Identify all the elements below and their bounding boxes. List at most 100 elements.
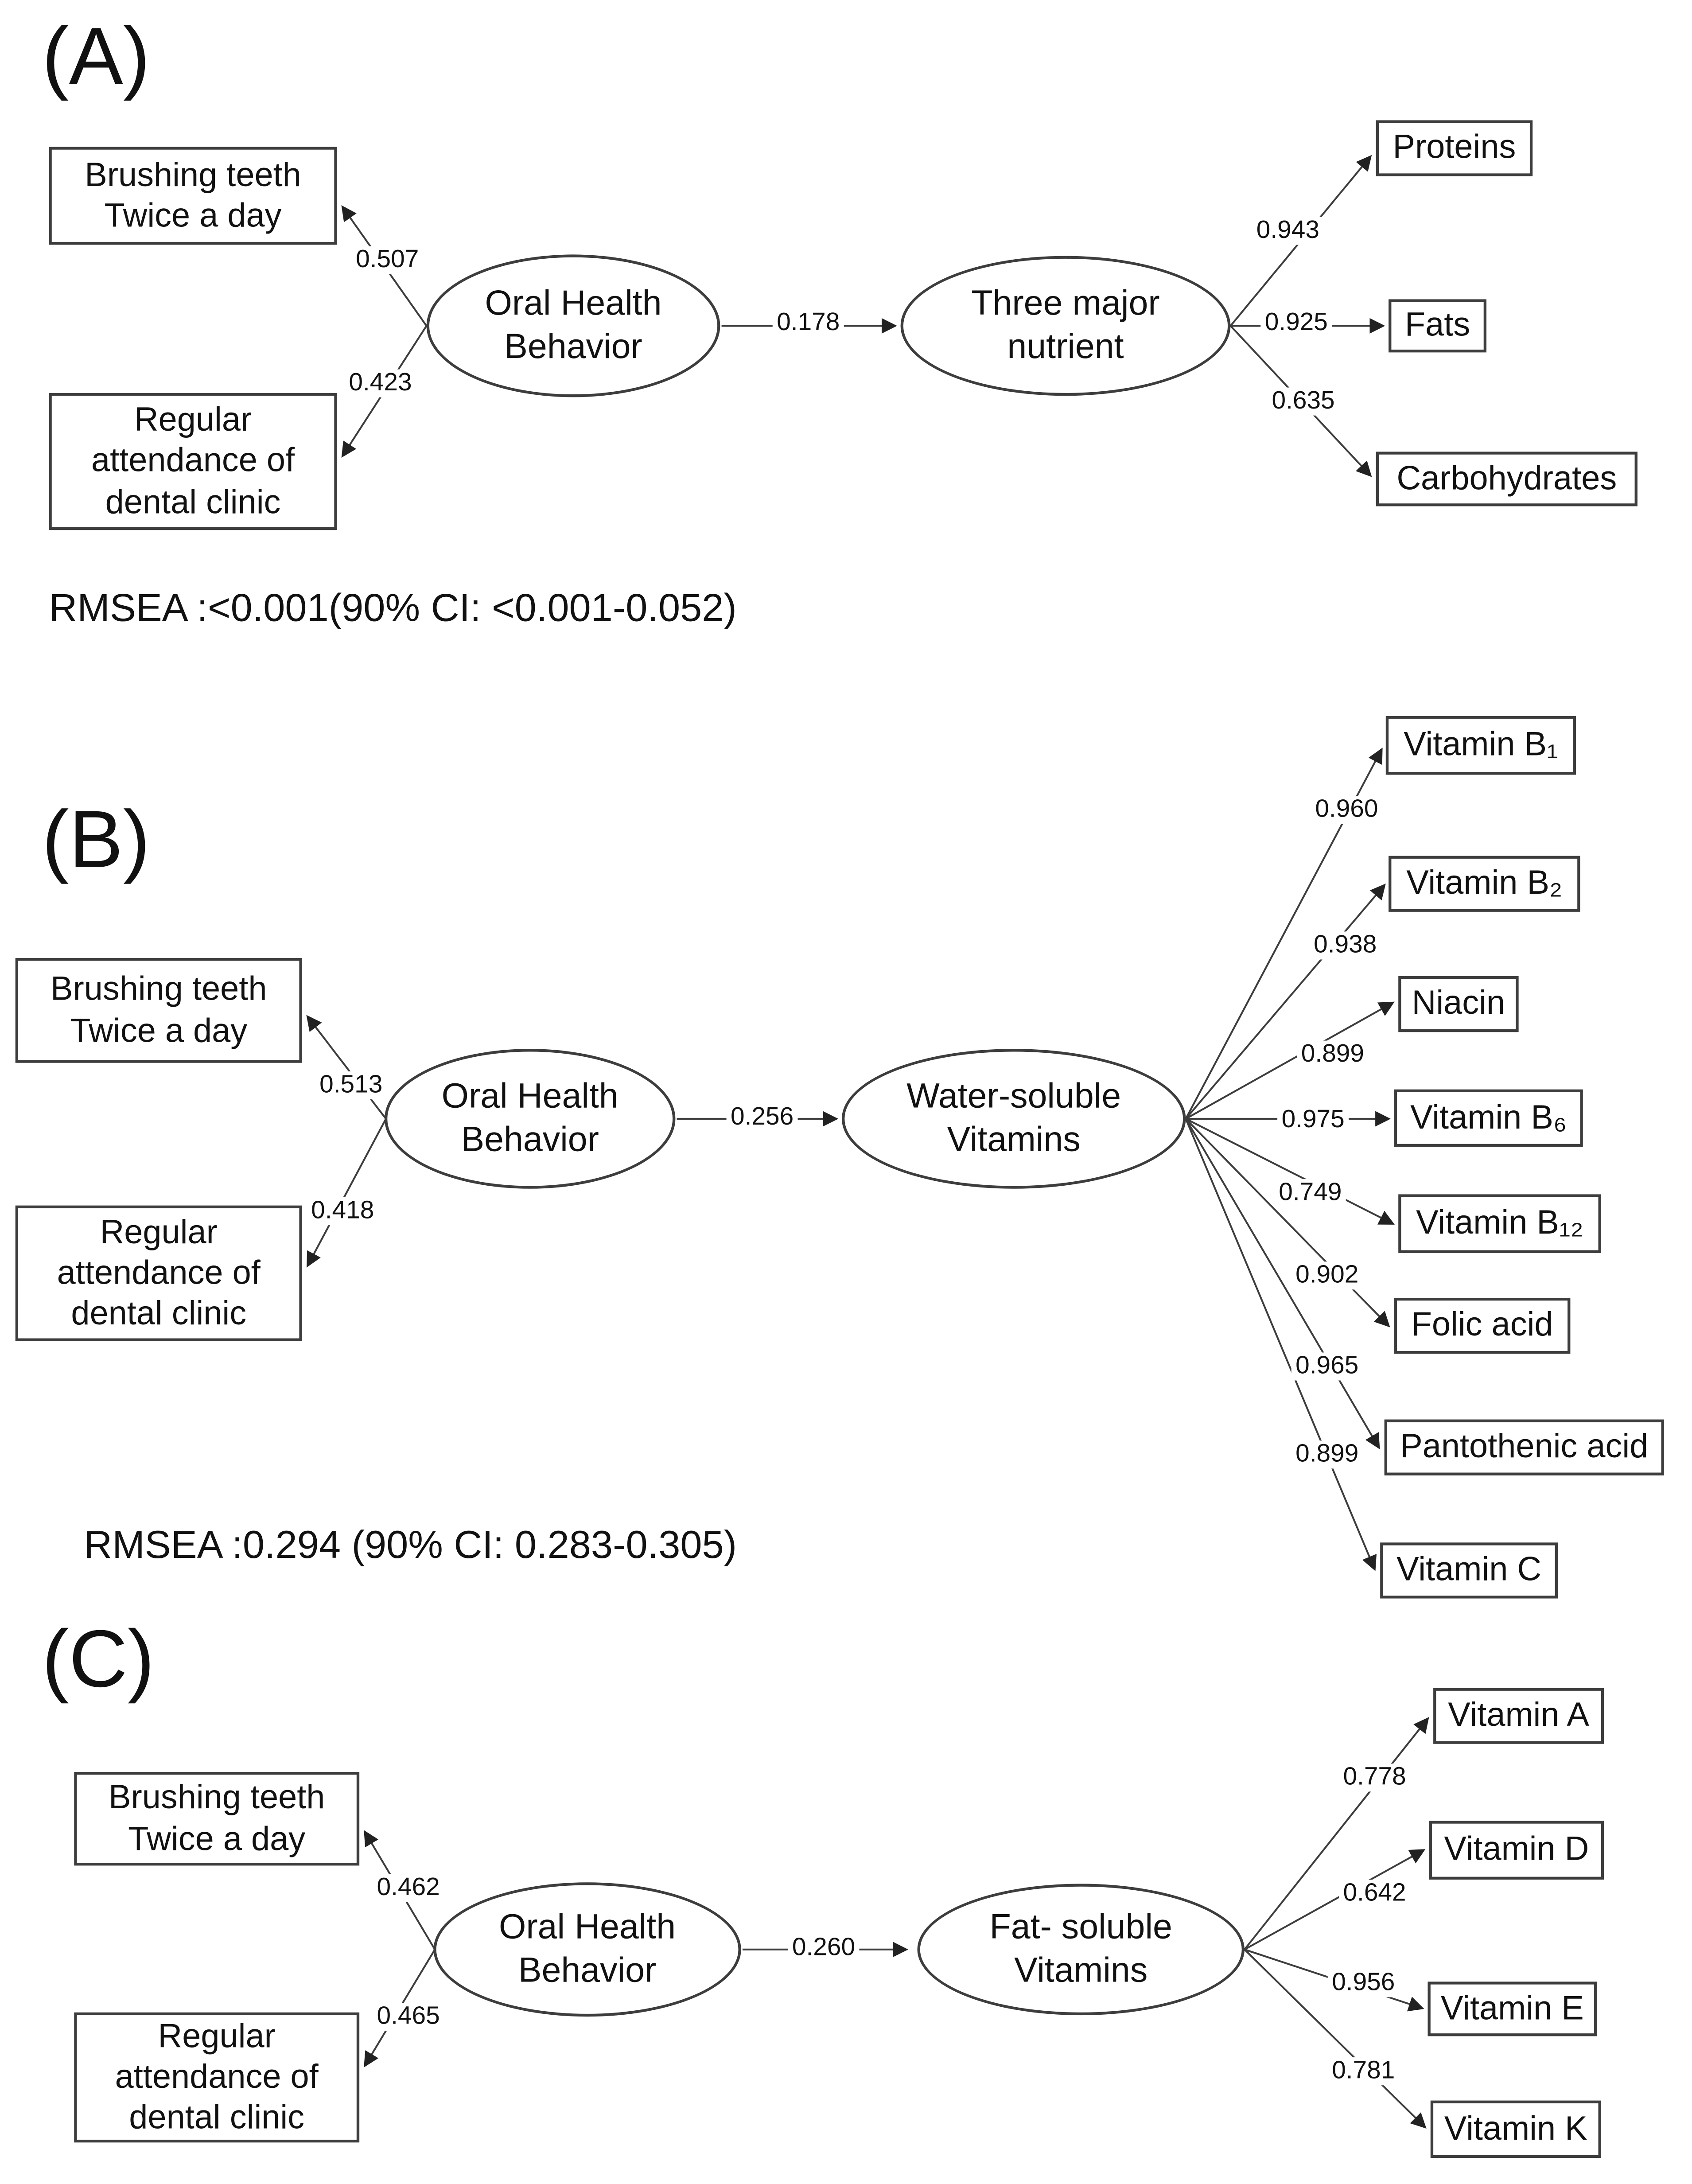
- latent-ellipse-oral-health-behavior-c: Oral Health Behavior: [433, 1882, 741, 2017]
- observed-box-dental-attendance-b: Regular attendance of dental clinic: [15, 1205, 302, 1341]
- latent-ellipse-fat-soluble-vitamins: Fat- soluble Vitamins: [917, 1884, 1245, 2016]
- box-text-line: Brushing teeth: [50, 971, 267, 1009]
- ellipse-text-line: Fat- soluble: [989, 1907, 1172, 1947]
- observed-box-vitamin-b12: Vitamin B₁₂: [1398, 1194, 1601, 1253]
- loading-label-attendance-c: 0.465: [373, 2001, 444, 2031]
- ellipse-text-line: Oral Health: [499, 1907, 676, 1947]
- loading-label-attendance-b: 0.418: [307, 1196, 378, 1225]
- arrow-b-to-vitamin-c: [1185, 1118, 1377, 1571]
- box-text-line: Twice a day: [70, 1012, 248, 1050]
- loading-label-pantothenic-acid: 0.965: [1291, 1351, 1363, 1380]
- ellipse-text-line: Water-soluble: [906, 1076, 1121, 1116]
- arrow-b-to-niacin: [1185, 1001, 1395, 1120]
- panel-c-label: (C): [42, 1614, 155, 1705]
- loading-label-vitamin-b1: 0.960: [1311, 795, 1382, 824]
- arrow-c-to-vitamin-k: [1244, 1949, 1427, 2129]
- loading-label-carbohydrates: 0.635: [1268, 386, 1339, 416]
- box-text-line: dental clinic: [105, 483, 281, 522]
- arrow-b-to-vitamin-b12: [1185, 1118, 1395, 1225]
- path-coefficient-label-c: 0.260: [788, 1933, 860, 1962]
- observed-box-vitamin-c: Vitamin C: [1380, 1542, 1558, 1599]
- observed-box-brushing-teeth-c: Brushing teeth Twice a day: [74, 1771, 360, 1866]
- observed-box-vitamin-d: Vitamin D: [1429, 1821, 1604, 1880]
- box-text-line: Vitamin C: [1396, 1551, 1542, 1589]
- ellipse-text-line: Oral Health: [441, 1076, 618, 1116]
- loading-label-vitamin-b2: 0.938: [1309, 930, 1381, 959]
- loading-label-vitamin-b12: 0.749: [1274, 1178, 1346, 1207]
- panel-a-label: (A): [42, 11, 150, 102]
- box-text-line: Vitamin B₁₂: [1416, 1204, 1583, 1242]
- loading-label-brushing-b: 0.513: [315, 1070, 387, 1099]
- observed-box-proteins: Proteins: [1376, 120, 1533, 176]
- box-text-line: Twice a day: [128, 1820, 306, 1858]
- arrow-b-to-folic-acid: [1185, 1118, 1390, 1328]
- loading-label-vitamin-d: 0.642: [1338, 1879, 1411, 1908]
- box-text-line: Vitamin E: [1441, 1989, 1584, 2028]
- box-text-line: Regular: [100, 1213, 218, 1251]
- latent-ellipse-oral-health-behavior-a: Oral Health Behavior: [426, 254, 720, 397]
- box-text-line: Folic acid: [1411, 1307, 1553, 1345]
- ellipse-text-line: Behavior: [504, 327, 642, 366]
- arrow-b-to-vitamin-b2: [1185, 884, 1386, 1120]
- loading-label-fats: 0.925: [1260, 308, 1332, 337]
- box-text-line: Carbohydrates: [1396, 459, 1617, 498]
- ellipse-text-line: Behavior: [461, 1120, 599, 1160]
- loading-label-vitamin-e: 0.956: [1327, 1968, 1399, 1997]
- box-text-line: Pantothenic acid: [1400, 1428, 1649, 1466]
- box-text-line: Fats: [1404, 307, 1470, 345]
- box-text-line: Regular: [158, 2017, 276, 2056]
- loading-label-vitamin-a: 0.778: [1338, 1763, 1411, 1791]
- box-text-line: attendance of: [115, 2058, 319, 2096]
- ellipse-text-line: Oral Health: [485, 283, 662, 323]
- box-text-line: Proteins: [1392, 129, 1516, 167]
- arrow-b-ohb-to-attendance: [307, 1118, 387, 1268]
- rmsea-note-b: RMSEA :0.294 (90% CI: 0.283-0.305): [84, 1523, 737, 1566]
- box-text-line: Vitamin A: [1448, 1697, 1589, 1735]
- ellipse-text-line: Behavior: [518, 1950, 657, 1990]
- box-text-line: Niacin: [1412, 985, 1505, 1023]
- observed-box-vitamin-a: Vitamin A: [1433, 1688, 1604, 1744]
- box-text-line: Vitamin B₂: [1406, 864, 1563, 903]
- observed-box-fats: Fats: [1389, 299, 1487, 353]
- observed-box-pantothenic-acid: Pantothenic acid: [1384, 1419, 1664, 1475]
- observed-box-carbohydrates: Carbohydrates: [1376, 452, 1638, 506]
- box-text-line: Vitamin D: [1444, 1831, 1589, 1869]
- loading-label-niacin: 0.899: [1297, 1039, 1369, 1069]
- box-text-line: dental clinic: [129, 2099, 305, 2137]
- ellipse-text-line: Vitamins: [1014, 1950, 1148, 1990]
- loading-label-vitamin-b6: 0.975: [1277, 1105, 1349, 1134]
- loading-label-vitamin-k: 0.781: [1327, 2056, 1399, 2085]
- observed-box-vitamin-e: Vitamin E: [1428, 1982, 1597, 2036]
- ellipse-text-line: nutrient: [1007, 327, 1124, 366]
- loading-label-proteins: 0.943: [1252, 216, 1324, 245]
- observed-box-dental-attendance-c: Regular attendance of dental clinic: [74, 2012, 360, 2143]
- latent-ellipse-oral-health-behavior-b: Oral Health Behavior: [384, 1049, 676, 1189]
- observed-box-brushing-teeth-b: Brushing teeth Twice a day: [15, 958, 302, 1063]
- arrow-b-ohb-to-brushing: [306, 1015, 387, 1120]
- box-text-line: Regular: [134, 401, 252, 440]
- box-text-line: dental clinic: [71, 1295, 247, 1333]
- observed-box-vitamin-b1: Vitamin B₁: [1385, 716, 1576, 775]
- arrow-b-to-pantothenic-acid: [1185, 1118, 1380, 1449]
- loading-label-attendance-a: 0.423: [344, 368, 416, 397]
- box-text-line: Brushing teeth: [85, 156, 301, 194]
- panel-b-label: (B): [42, 794, 150, 885]
- path-coefficient-label-b: 0.256: [726, 1102, 798, 1132]
- loading-label-folic-acid: 0.902: [1291, 1261, 1363, 1289]
- loading-label-brushing-a: 0.507: [351, 245, 423, 274]
- observed-box-brushing-teeth-a: Brushing teeth Twice a day: [49, 147, 337, 245]
- box-text-line: Vitamin B₁: [1404, 726, 1558, 764]
- box-text-line: attendance of: [91, 442, 295, 480]
- observed-box-vitamin-k: Vitamin K: [1430, 2100, 1601, 2158]
- box-text-line: attendance of: [57, 1254, 261, 1292]
- arrow-c-to-vitamin-a: [1244, 1717, 1429, 1950]
- box-text-line: Vitamin B₆: [1410, 1099, 1567, 1137]
- path-coefficient-label-a: 0.178: [772, 308, 844, 337]
- loading-label-brushing-c: 0.462: [373, 1873, 444, 1902]
- loading-label-vitamin-c: 0.899: [1291, 1440, 1363, 1468]
- box-text-line: Twice a day: [104, 197, 282, 235]
- box-text-line: Vitamin K: [1444, 2110, 1587, 2148]
- ellipse-text-line: Three major: [971, 283, 1160, 323]
- observed-box-niacin: Niacin: [1398, 976, 1519, 1032]
